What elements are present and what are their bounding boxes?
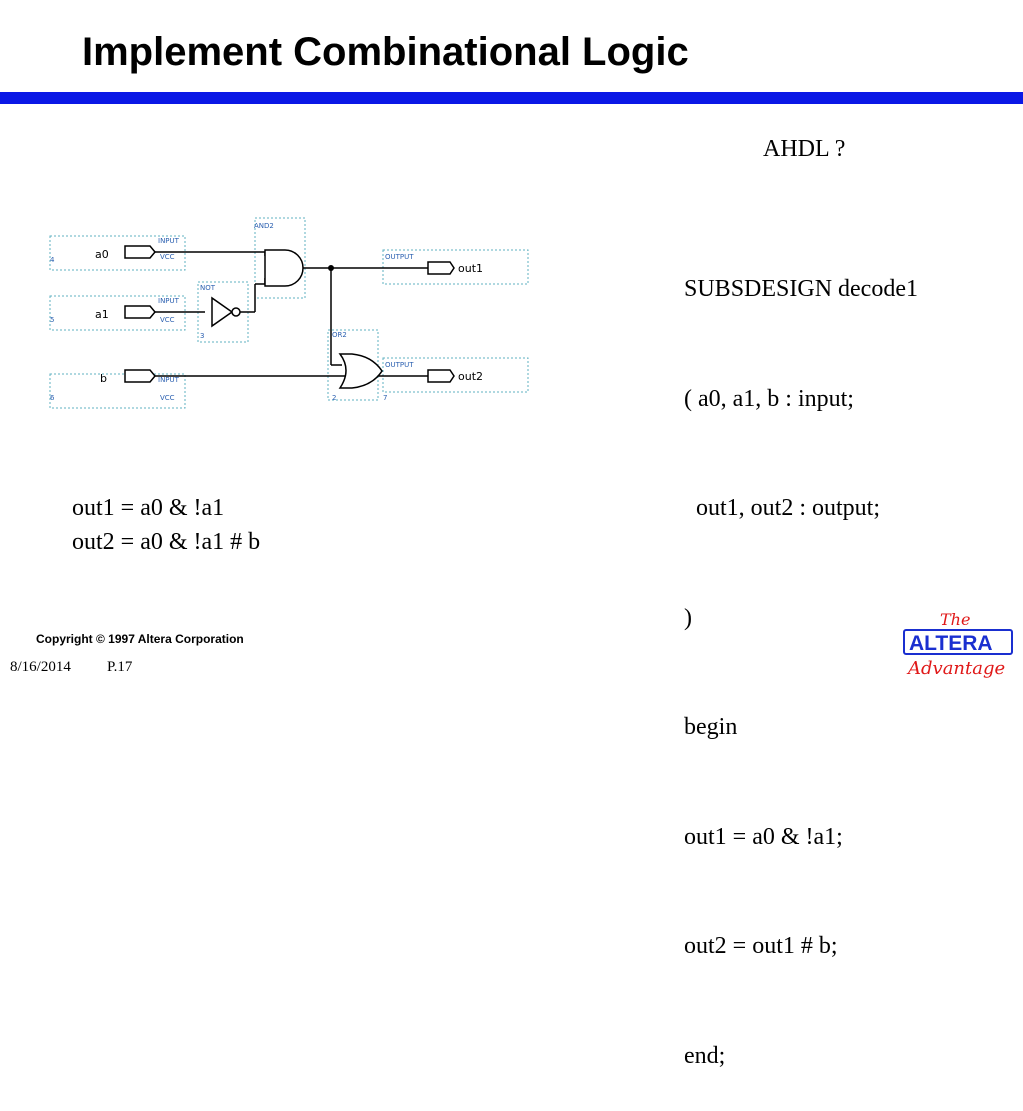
input-pin-a1-shape	[124, 305, 156, 319]
input-b-type: INPUT	[158, 376, 180, 384]
input-b-pin: 6	[50, 394, 55, 402]
copyright-notice: Copyright © 1997 Altera Corporation	[36, 632, 244, 646]
input-pin-a0-shape	[124, 245, 156, 259]
input-a0-type: INPUT	[158, 237, 180, 245]
slide-title: Implement Combinational Logic	[82, 30, 689, 74]
and-gate	[264, 249, 304, 287]
output-pin-out2-shape	[427, 369, 455, 383]
and-gate-label: AND2	[254, 222, 274, 230]
output-out2-label: out2	[458, 370, 483, 383]
not-gate-bubble	[231, 307, 241, 317]
not-gate	[211, 296, 234, 328]
input-a0-sub: VCC	[160, 253, 175, 261]
boolean-equations: out1 = a0 & !a1 out2 = a0 & !a1 # b	[72, 491, 260, 559]
equation-out1: out1 = a0 & !a1	[72, 495, 225, 521]
output-out1-label: out1	[458, 262, 483, 275]
or-gate-pin: 2	[332, 394, 336, 402]
equation-out2: out2 = a0 & !a1 # b	[72, 529, 261, 555]
or-gate-label: OR2	[332, 331, 347, 339]
input-a1-sub: VCC	[160, 316, 175, 324]
title-underline-bar	[0, 92, 1023, 104]
code-line: begin	[684, 714, 738, 740]
not-gate-pin: 3	[200, 332, 204, 340]
footer-date: 8/16/2014	[10, 659, 71, 675]
input-a0-label: a0	[95, 248, 109, 261]
input-pin-b-shape	[124, 369, 156, 383]
code-line: ( a0, a1, b : input;	[684, 385, 854, 412]
input-b-sub: VCC	[160, 394, 175, 402]
logo-tagline: Advantage	[906, 658, 1005, 679]
code-line: out1 = a0 & !a1;	[684, 823, 843, 850]
output-out1-type: OUTPUT	[385, 253, 414, 261]
code-line: end;	[684, 1042, 726, 1069]
input-a1-type: INPUT	[158, 297, 180, 305]
input-a1-label: a1	[95, 308, 109, 321]
code-line: out2 = out1 # b;	[684, 933, 838, 959]
altera-logo: The ALTERA Advantage	[903, 610, 1013, 679]
input-b-dotted-box	[49, 373, 186, 409]
output-out2-type: OUTPUT	[385, 361, 414, 369]
or-gate-pin2: 7	[383, 394, 387, 402]
ahdl-heading: AHDL ?	[763, 136, 846, 162]
wires	[155, 251, 428, 377]
code-line: out1, out2 : output;	[684, 495, 881, 521]
footer-page-number: P.17	[107, 659, 133, 675]
logo-brand: ALTERA	[909, 632, 993, 655]
junction-dot	[328, 265, 334, 271]
logic-schematic: a0 a1 b INPUT VCC INPUT VCC INPUT VCC 4 …	[49, 217, 529, 409]
ahdl-code-block: SUBSDESIGN decode1 ( a0, a1, b : input; …	[684, 198, 918, 1111]
input-a0-dotted-box	[49, 235, 186, 271]
not-gate-label: NOT	[200, 284, 216, 292]
logo-brand-box	[903, 629, 1013, 655]
input-a1-pin: 5	[50, 316, 54, 324]
input-a1-dotted-box	[49, 295, 186, 331]
input-a0-pin: 4	[50, 256, 55, 264]
input-b-label: b	[100, 372, 107, 385]
or-gate	[338, 353, 383, 389]
code-line: )	[684, 604, 692, 631]
logo-the: The	[940, 610, 970, 629]
code-line: SUBSDESIGN decode1	[684, 276, 918, 302]
output-pin-out1-shape	[427, 261, 455, 275]
